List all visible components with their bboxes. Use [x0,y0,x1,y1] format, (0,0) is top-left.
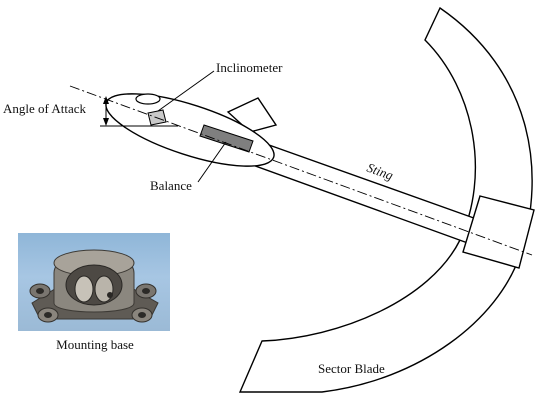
balance-shape [199,124,254,153]
sector-blade-shape [238,6,533,393]
angle-of-attack-label: Angle of Attack [3,101,87,116]
sting-label: Sting [365,160,396,183]
inclinometer-leader [157,70,215,112]
balance-leader [197,141,227,183]
sting-collar-shape [462,195,535,269]
angle-arrow-head-bottom [103,118,109,126]
nose-bump-shape [135,93,161,105]
mounting-base-photo [18,233,170,331]
sector-blade-label: Sector Blade [318,361,385,376]
centerline [69,85,533,256]
mounting-base-photo-svg [29,249,159,323]
inclinometer-label: Inclinometer [216,60,283,75]
mounting-base-caption: Mounting base [56,337,134,352]
angle-arrow-head-top [103,96,109,104]
sting-shape [246,139,486,247]
balance-label: Balance [150,178,192,193]
